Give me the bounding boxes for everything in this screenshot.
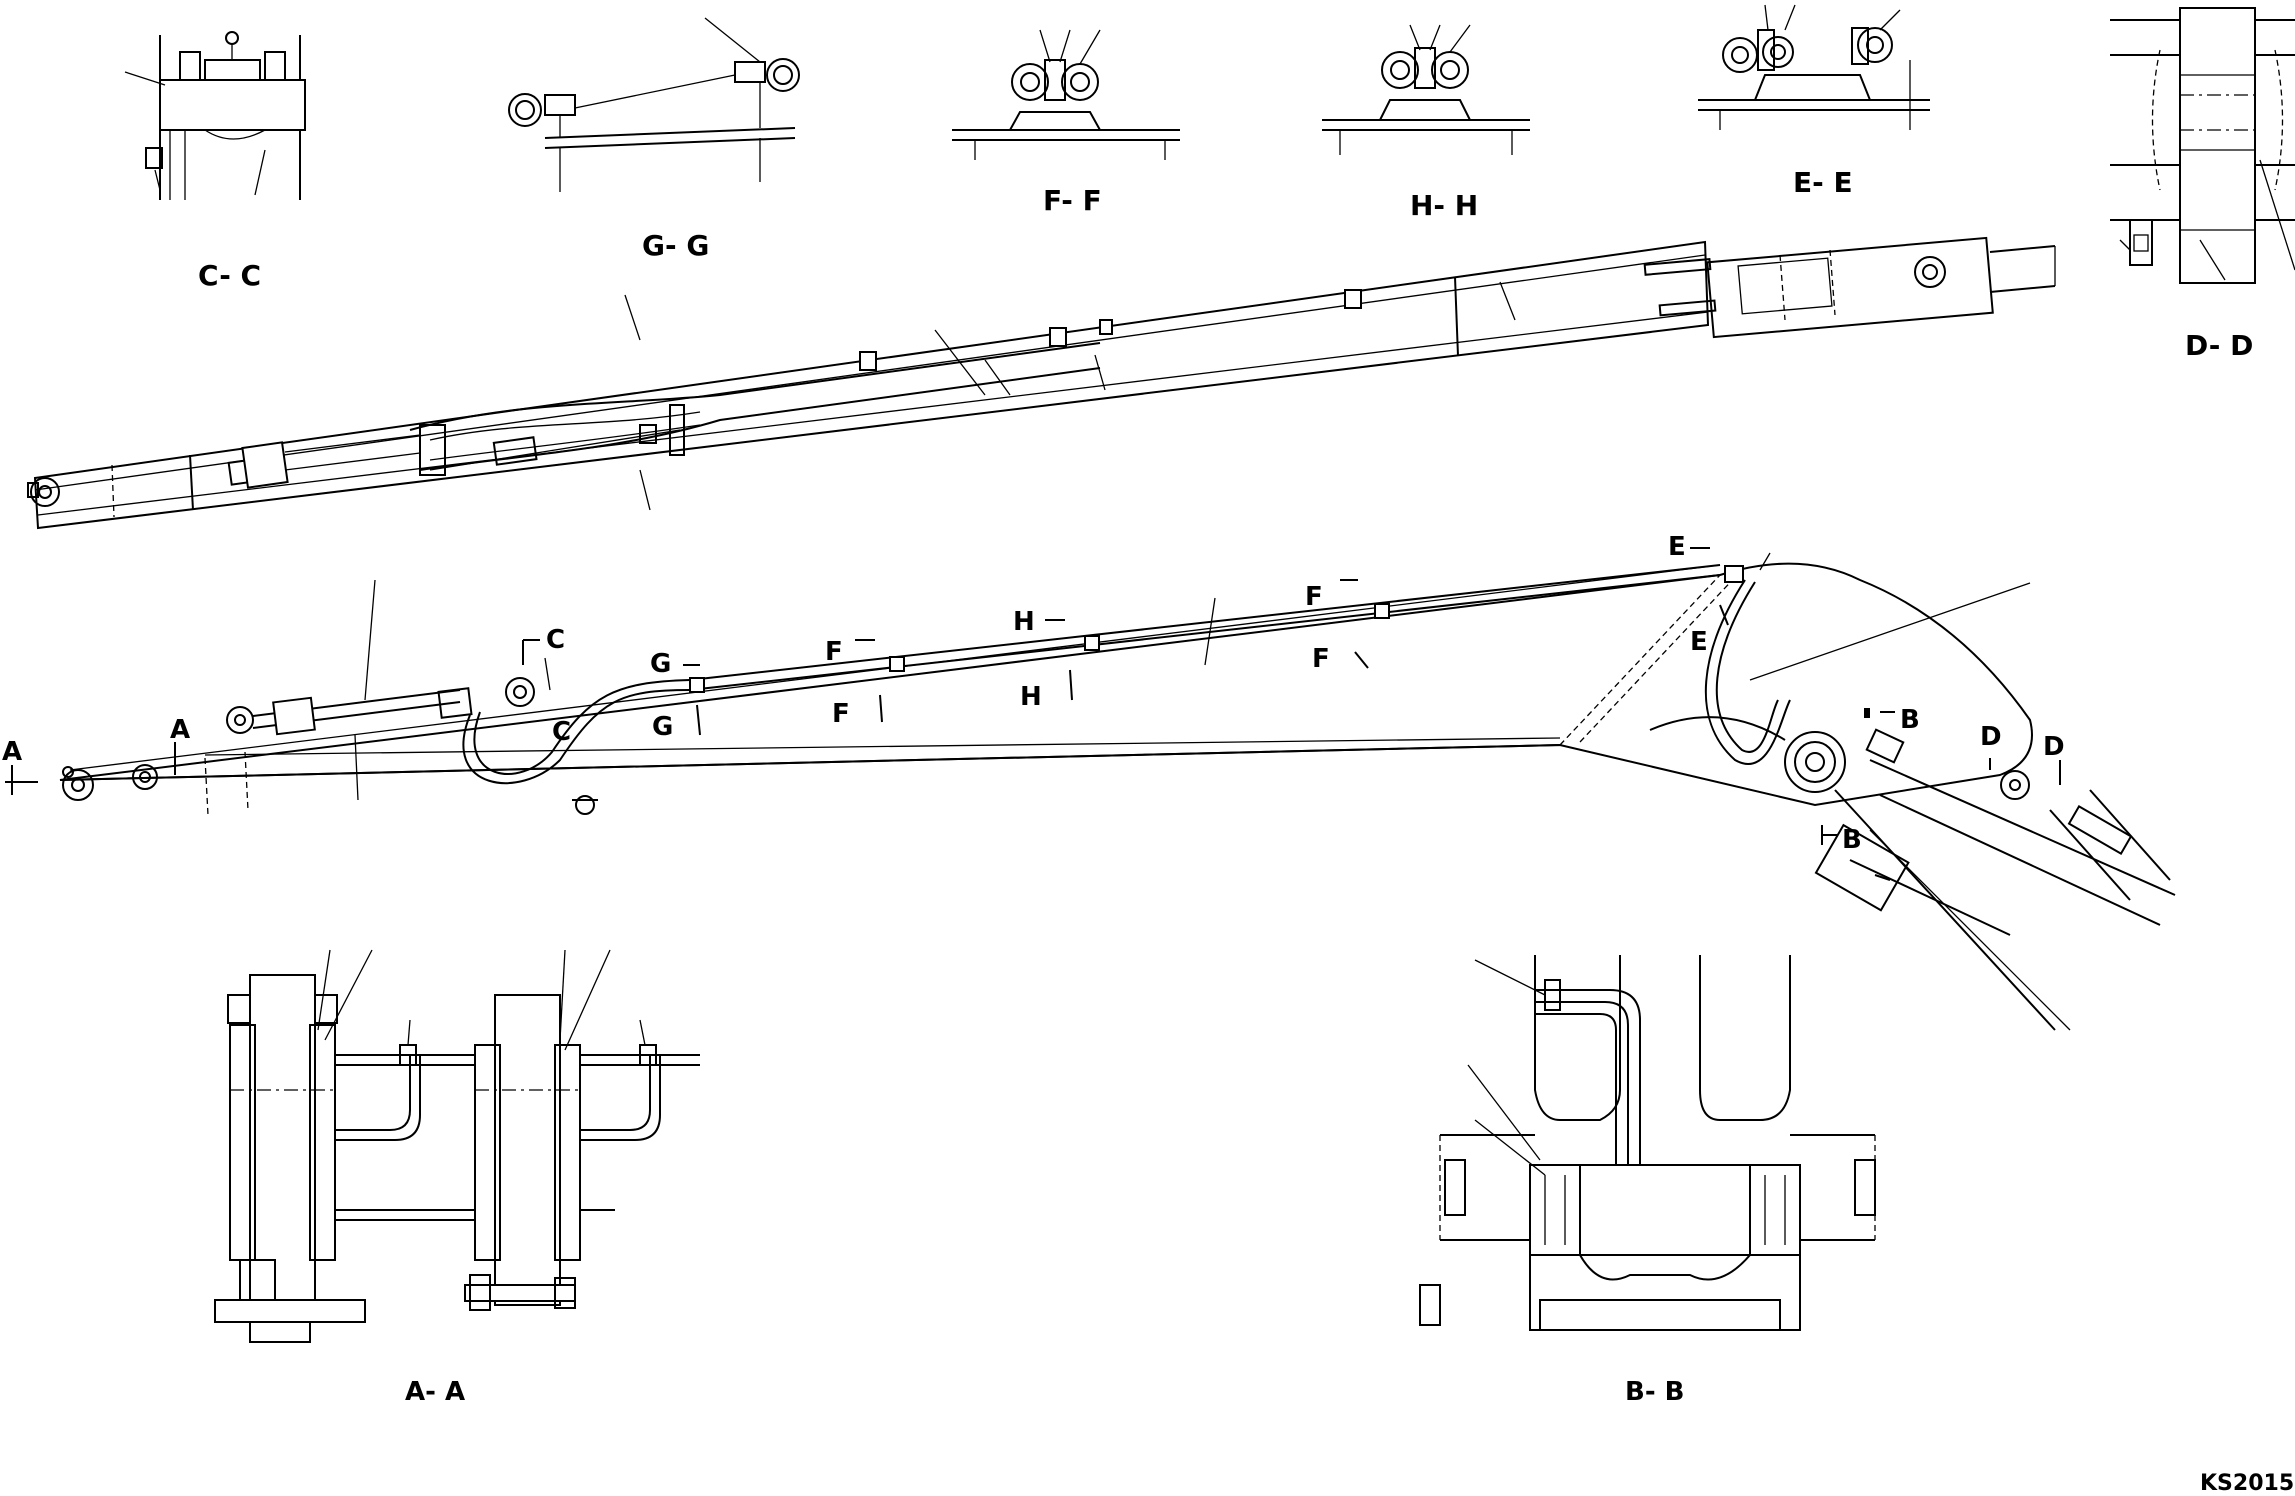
section-gg-view: G- G (508, 17, 800, 262)
marker-h-top: H (1013, 607, 1035, 637)
marker-c-top: C (546, 625, 565, 655)
marker-c-bottom: C (552, 717, 571, 747)
section-markers: A A C C G G F F H H F F E E B (2, 532, 2065, 855)
marker-e-top: E (1668, 532, 1686, 562)
marker-h-bottom: H (1020, 682, 1042, 712)
section-aa-view: A- A (214, 949, 700, 1407)
section-label-gg: G- G (642, 229, 709, 262)
marker-f-2-top: F (1305, 582, 1323, 612)
marker-b-bottom: B (1842, 825, 1862, 855)
section-ff-view: F- F (952, 29, 1180, 217)
marker-d-left: D (1980, 722, 2002, 752)
marker-g-top: G (650, 649, 671, 679)
section-label-cc: C- C (198, 259, 261, 292)
arm-assembly-view (27, 236, 2056, 530)
marker-a-left: A (2, 737, 22, 767)
marker-d-right: D (2043, 732, 2065, 762)
section-label-aa: A- A (405, 1377, 465, 1407)
section-label-hh: H- H (1410, 189, 1478, 222)
section-label-ff: F- F (1043, 184, 1102, 217)
marker-b-top: B (1900, 705, 1920, 735)
section-label-bb: B- B (1625, 1377, 1684, 1407)
section-label-dd: D- D (2185, 329, 2253, 362)
section-label-ee: E- E (1793, 166, 1853, 199)
section-hh-view: H- H (1322, 24, 1530, 222)
marker-a-right: A (170, 715, 190, 745)
section-bb-view: B- B (1419, 955, 1876, 1407)
marker-f-1-bottom: F (832, 699, 850, 729)
section-ee-view: E- E (1698, 4, 1930, 199)
marker-g-bottom: G (652, 712, 673, 742)
section-dd-view: D- D (2110, 7, 2295, 362)
drawing-code: KS201570 (2200, 1471, 2295, 1496)
marker-f-2-bottom: F (1312, 644, 1330, 674)
boom-assembly-view (59, 552, 2176, 1031)
marker-f-1-top: F (825, 637, 843, 667)
section-cc-view: C- C (124, 31, 306, 292)
marker-e-bottom: E (1690, 627, 1708, 657)
